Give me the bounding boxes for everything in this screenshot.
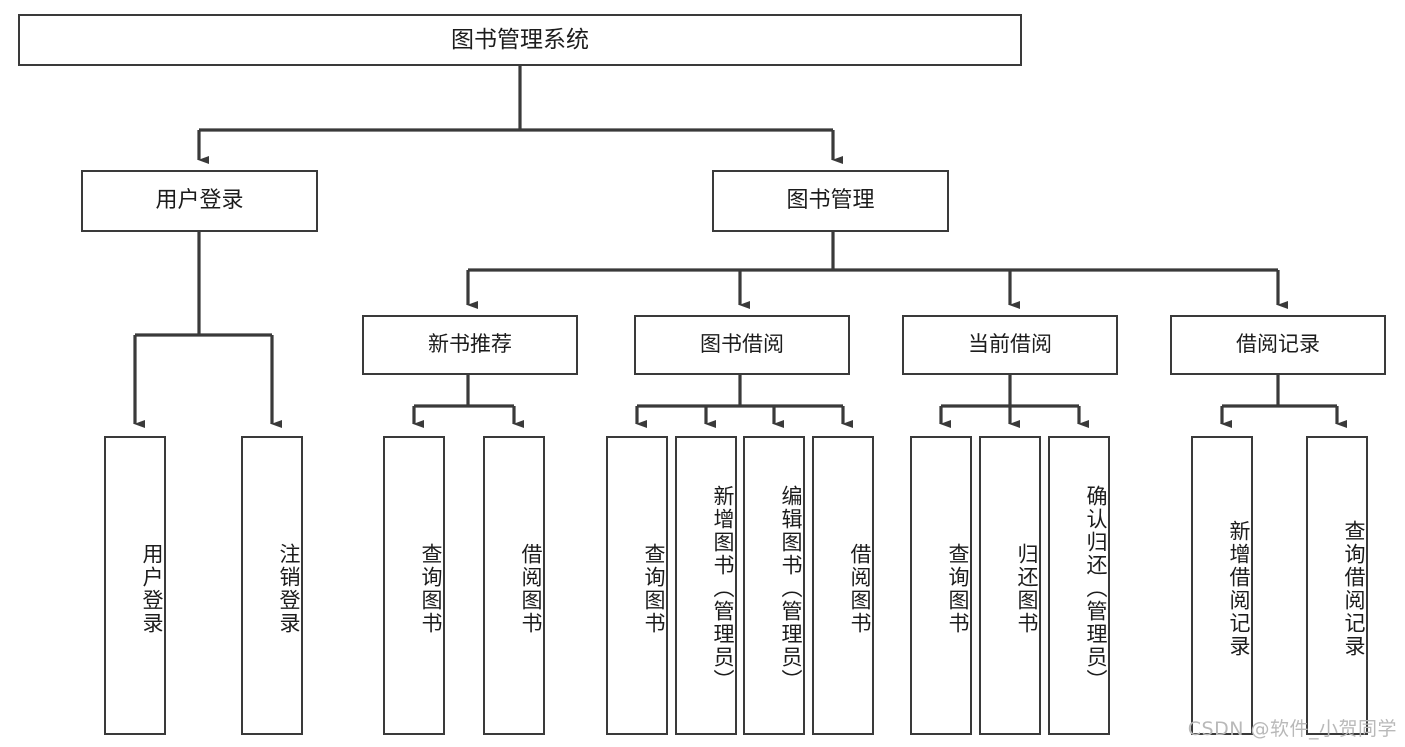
node-label: 查询图书 xyxy=(946,542,970,635)
node-label: 新书推荐 xyxy=(428,332,512,357)
node-current-borrowing[interactable]: 当前借阅 xyxy=(902,315,1118,375)
node-label: 当前借阅 xyxy=(968,332,1052,357)
node-leaf-query-book[interactable]: 查询图书 xyxy=(606,436,668,735)
node-label: 新增借阅记录 xyxy=(1227,519,1251,658)
node-leaf-edit-book-admin[interactable]: 编辑图书（管理员） xyxy=(743,436,805,735)
node-label: 注销登录 xyxy=(277,542,301,635)
node-leaf-add-book-admin[interactable]: 新增图书（管理员） xyxy=(675,436,737,735)
node-label: 图书借阅 xyxy=(700,332,784,357)
node-label: 图书管理 xyxy=(786,187,875,213)
node-borrow-record[interactable]: 借阅记录 xyxy=(1170,315,1386,375)
node-label: 借阅图书 xyxy=(848,542,872,635)
node-book-management[interactable]: 图书管理 xyxy=(712,170,949,232)
node-label: 图书管理系统 xyxy=(451,26,589,53)
node-book-borrowing[interactable]: 图书借阅 xyxy=(634,315,850,375)
node-label: 借阅图书 xyxy=(519,542,543,635)
node-leaf-user-login[interactable]: 用户登录 xyxy=(104,436,166,735)
node-label: 用户登录 xyxy=(155,187,244,213)
node-leaf-query-borrow-record[interactable]: 查询借阅记录 xyxy=(1306,436,1368,735)
node-label: 编辑图书（管理员） xyxy=(779,485,803,692)
node-leaf-query-book-recommend[interactable]: 查询图书 xyxy=(383,436,445,735)
node-leaf-confirm-return-admin[interactable]: 确认归还（管理员） xyxy=(1048,436,1110,735)
node-label: 查询借阅记录 xyxy=(1342,519,1366,658)
node-label: 归还图书 xyxy=(1015,542,1039,635)
node-leaf-logout[interactable]: 注销登录 xyxy=(241,436,303,735)
node-user-login[interactable]: 用户登录 xyxy=(81,170,318,232)
node-label: 借阅记录 xyxy=(1236,332,1320,357)
node-label: 确认归还（管理员） xyxy=(1084,485,1108,692)
node-label: 新增图书（管理员） xyxy=(711,485,735,692)
node-leaf-query-book-current[interactable]: 查询图书 xyxy=(910,436,972,735)
node-leaf-add-borrow-record[interactable]: 新增借阅记录 xyxy=(1191,436,1253,735)
node-leaf-return-book[interactable]: 归还图书 xyxy=(979,436,1041,735)
node-label: 查询图书 xyxy=(419,542,443,635)
watermark: CSDN @软件_小贺同学 xyxy=(1187,718,1397,740)
node-root-book-management-system[interactable]: 图书管理系统 xyxy=(18,14,1022,66)
node-label: 查询图书 xyxy=(642,542,666,635)
node-leaf-borrow-book-recommend[interactable]: 借阅图书 xyxy=(483,436,545,735)
node-leaf-borrow-book[interactable]: 借阅图书 xyxy=(812,436,874,735)
node-label: 用户登录 xyxy=(140,542,164,635)
node-new-book-recommendation[interactable]: 新书推荐 xyxy=(362,315,578,375)
